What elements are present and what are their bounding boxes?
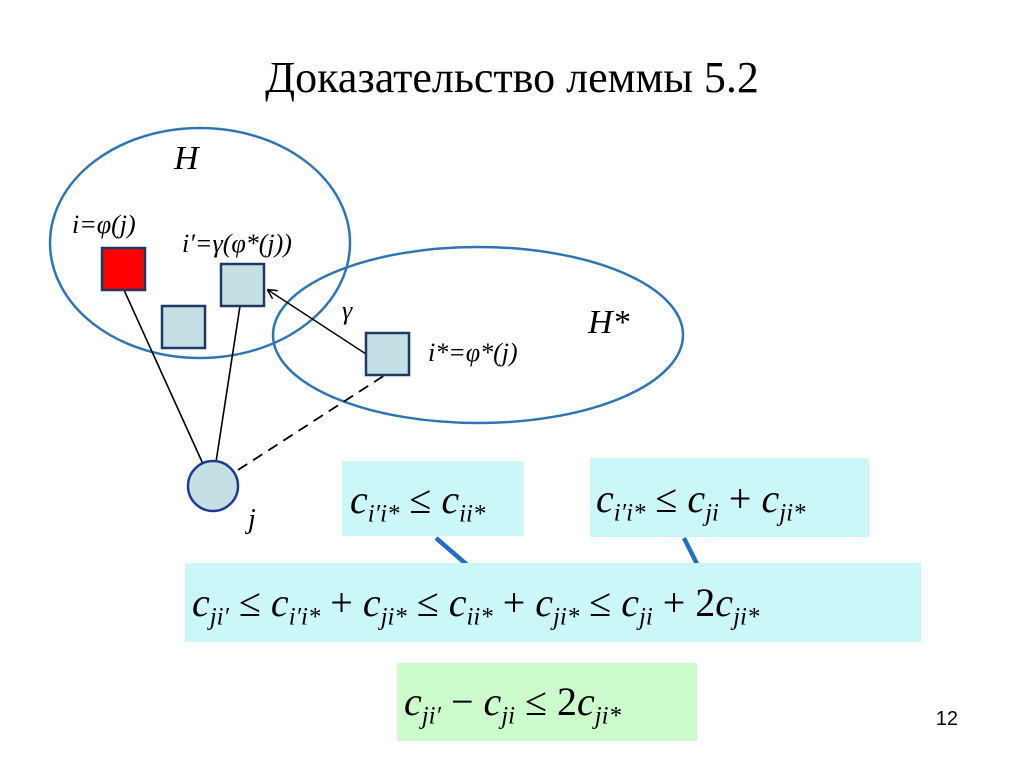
client-j-label: j bbox=[248, 504, 256, 535]
node-i-star-label: i*=φ*(j) bbox=[428, 338, 518, 367]
set-h-ellipse bbox=[48, 126, 352, 360]
result-formula: cji′ − cji ≤ 2cji* bbox=[404, 679, 621, 730]
set-h-label: H bbox=[174, 140, 199, 177]
formula-box-2 bbox=[590, 458, 869, 537]
formula-1: ci′i* ≤ cii* bbox=[350, 477, 486, 528]
edge-j-to-i-prime bbox=[215, 305, 241, 463]
page-number: 12 bbox=[935, 708, 958, 730]
facility-i-star bbox=[364, 331, 411, 377]
formula-2: ci′i* ≤ cji + cji* bbox=[596, 476, 806, 527]
slide-title: Доказательство леммы 5.2 bbox=[265, 53, 759, 102]
node-i-label: i=φ(j) bbox=[72, 210, 136, 239]
result-formula-box bbox=[397, 663, 697, 741]
facility-i-red bbox=[100, 246, 147, 292]
formula-box-1 bbox=[342, 461, 523, 536]
node-i-prime-label: i′=γ(φ*(j)) bbox=[182, 229, 292, 258]
facility-middle bbox=[160, 304, 207, 350]
main-formula: cji′ ≤ ci′i* + cji* ≤ cii* + cji* ≤ cji … bbox=[192, 580, 760, 631]
gamma-label: γ bbox=[342, 296, 353, 325]
client-j-node bbox=[186, 459, 240, 513]
set-h-star-label: H* bbox=[588, 304, 630, 341]
edge-j-to-i-star-dashed bbox=[237, 374, 386, 471]
set-h-star-ellipse bbox=[271, 245, 685, 425]
edge-j-to-i bbox=[123, 289, 204, 465]
facility-i-prime bbox=[219, 262, 266, 308]
main-formula-box bbox=[185, 563, 921, 642]
gamma-arrow bbox=[268, 290, 367, 355]
